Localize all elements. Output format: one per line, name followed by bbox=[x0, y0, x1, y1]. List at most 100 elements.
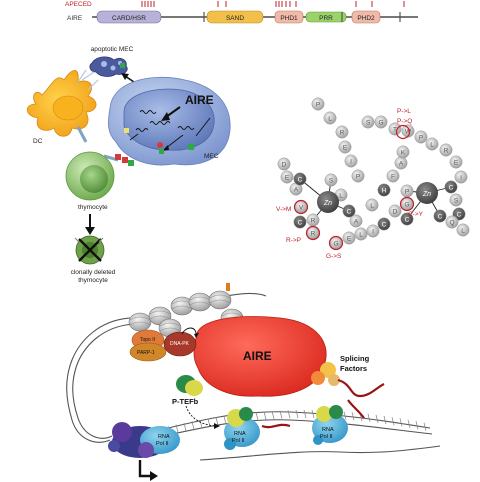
mec-label: MEC bbox=[204, 153, 219, 160]
topo-label: Topo II bbox=[140, 337, 155, 343]
zinc-atom-1 bbox=[317, 191, 339, 213]
deleted-label-1: clonally deleted bbox=[71, 269, 116, 276]
residue-letter: E bbox=[347, 235, 352, 242]
apoptotic-mec-label: apoptotic MEC bbox=[91, 46, 134, 53]
residue bbox=[361, 115, 375, 129]
mutation-ring bbox=[305, 225, 321, 241]
transcription-diagram: AIRE Topo II PARP-1 DNA-PK Splicing Fact… bbox=[66, 283, 441, 481]
dnapk-label: DNA-PK bbox=[170, 341, 190, 347]
mutation-ring bbox=[293, 199, 309, 215]
splicing-factor-2 bbox=[311, 371, 325, 385]
domain-card-hsr-label: CARD/HSR bbox=[112, 15, 146, 22]
residue-letter: L bbox=[339, 192, 343, 199]
residue-letter: P bbox=[419, 134, 423, 141]
rnapol2-label-1: RNA bbox=[234, 431, 246, 437]
residue bbox=[449, 193, 463, 207]
residue bbox=[439, 143, 453, 157]
residue bbox=[377, 183, 391, 197]
residue-letter: Q bbox=[449, 219, 454, 226]
dna-pk bbox=[163, 331, 197, 357]
domain-phd2-label: PHD2 bbox=[357, 15, 375, 22]
mutation-p-q: P->Q bbox=[397, 118, 412, 125]
residue bbox=[344, 154, 358, 168]
residue bbox=[351, 169, 365, 183]
mutation-ring bbox=[395, 124, 411, 140]
residue-letter: C bbox=[347, 208, 352, 215]
residue bbox=[374, 115, 388, 129]
residue bbox=[354, 227, 368, 241]
domain-prr bbox=[305, 11, 347, 23]
residue-letter: L bbox=[359, 231, 363, 238]
rnapol3-label-1: RNA bbox=[322, 427, 334, 433]
residue bbox=[311, 97, 325, 111]
residue-letter: C bbox=[449, 184, 454, 191]
splicing-factor-3 bbox=[328, 374, 340, 386]
residue bbox=[335, 125, 349, 139]
mutation-ring bbox=[399, 196, 415, 212]
residue-letter: C bbox=[298, 176, 303, 183]
mutation-v-m: V->M bbox=[276, 206, 291, 213]
dna-strands bbox=[66, 292, 441, 461]
cell-diagram: apoptotic MEC DC AIRE MEC bbox=[26, 46, 231, 284]
residue bbox=[445, 215, 459, 229]
residue bbox=[342, 204, 356, 218]
residue-letter: L bbox=[461, 227, 465, 234]
residue bbox=[277, 157, 291, 171]
residue bbox=[444, 180, 458, 194]
aire-protein-label: AIRE bbox=[243, 349, 272, 363]
residue-letter: I bbox=[350, 158, 352, 165]
residue bbox=[456, 223, 470, 237]
rna-pol-ii-3: RNA Pol II bbox=[312, 405, 348, 445]
residue bbox=[414, 130, 428, 144]
residue bbox=[449, 155, 463, 169]
rnapol1-label-1: RNA bbox=[158, 434, 170, 440]
rna-pol-ii-2: RNA Pol II bbox=[224, 407, 260, 450]
mutation-c-y: C->Y bbox=[408, 211, 424, 218]
mutation-p-l: P->L bbox=[397, 108, 411, 115]
residue-letter: R bbox=[444, 147, 449, 154]
residue bbox=[388, 204, 402, 218]
residue bbox=[400, 212, 414, 226]
residue bbox=[386, 169, 400, 183]
residue-letter: D bbox=[282, 161, 287, 168]
residue-letter: L bbox=[370, 202, 374, 209]
residue-letter: C bbox=[405, 216, 410, 223]
splicing-factor-1 bbox=[320, 362, 336, 378]
residue-letter: A bbox=[399, 160, 404, 167]
residue-letter: P bbox=[405, 188, 409, 195]
residue-letter: R bbox=[311, 217, 316, 224]
residue-letter: V bbox=[299, 204, 304, 211]
rnapol1-label-2: Pol II bbox=[156, 441, 169, 447]
cross-icon bbox=[78, 238, 102, 262]
parp-label: PARP-1 bbox=[137, 350, 155, 356]
residue-letter: R bbox=[340, 129, 345, 136]
domain-sand bbox=[206, 10, 264, 24]
residue-letter: I bbox=[460, 174, 462, 181]
domain-phd1 bbox=[274, 10, 304, 24]
residue bbox=[396, 145, 410, 159]
residue bbox=[293, 172, 307, 186]
domain-prr-label: PRR bbox=[319, 15, 333, 22]
dc-label: DC bbox=[33, 138, 43, 145]
residue bbox=[338, 140, 352, 154]
zinc-label-2: Zn bbox=[422, 191, 431, 198]
ptefb-yellow bbox=[185, 380, 203, 396]
residue-letter: E bbox=[454, 159, 459, 166]
residue bbox=[342, 231, 356, 245]
mrna-transcripts bbox=[135, 110, 195, 132]
mutation-ticks bbox=[141, 1, 405, 7]
residue-letter: E bbox=[285, 174, 290, 181]
residue-letter: S bbox=[329, 177, 334, 184]
rnapol3-label-2: Pol II bbox=[320, 434, 333, 440]
residue bbox=[377, 217, 391, 231]
deleted-label-2: thymocyte bbox=[78, 277, 108, 284]
residue bbox=[365, 198, 379, 212]
residue-letter: F bbox=[391, 173, 395, 180]
rna-pol-ii-1: RNA Pol II bbox=[108, 422, 180, 458]
residue-letter: S bbox=[454, 197, 459, 204]
residue bbox=[454, 170, 468, 184]
residue-letter: R bbox=[311, 230, 316, 237]
zinc-atom-2 bbox=[416, 182, 438, 204]
